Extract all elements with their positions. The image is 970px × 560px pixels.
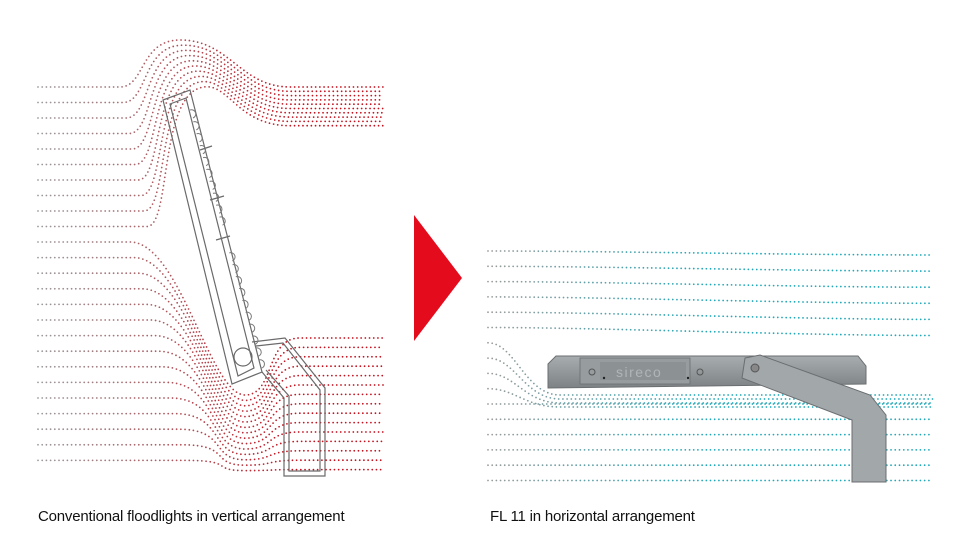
airflow-line: [37, 65, 384, 166]
airflow-line: [37, 412, 384, 456]
heatsink-fin: [196, 133, 203, 143]
fl11-floodlight-product: sireco: [547, 354, 887, 483]
heatsink-fin: [238, 287, 246, 298]
heatsink-fin: [189, 109, 197, 119]
heatsink-fin: [242, 299, 249, 310]
heatsink-fin: [229, 252, 236, 262]
heatsink-fin: [206, 168, 213, 179]
airflow-line: [487, 296, 934, 305]
airflow-line: [37, 49, 384, 119]
product-brand-logo: sireco: [616, 364, 662, 380]
airflow-line: [37, 241, 384, 396]
airflow-line: [37, 334, 384, 429]
airflow-lines-horizontal: [487, 250, 934, 482]
airflow-line: [37, 75, 384, 197]
heatsink-fin: [252, 335, 259, 345]
heatsink-fin: [245, 311, 252, 321]
heatsink-fin: [258, 359, 265, 369]
airflow-line: [37, 256, 384, 402]
airflow-line: [37, 59, 384, 150]
heatsink-fin: [255, 347, 262, 357]
airflow-line: [37, 287, 384, 413]
airflow-line: [37, 459, 384, 472]
airflow-line: [37, 443, 384, 467]
heatsink-fin: [235, 275, 243, 286]
airflow-line: [487, 326, 934, 337]
airflow-line: [487, 387, 934, 408]
airflow-line: [487, 311, 934, 321]
airflow-line: [37, 319, 384, 423]
airflow-lines-vertical: [37, 39, 384, 472]
airflow-line: [37, 44, 384, 104]
heatsink-fin: [193, 121, 200, 131]
airflow-line: [37, 272, 384, 407]
airflow-line: [37, 85, 384, 228]
airflow-line: [37, 70, 384, 181]
airflow-line: [487, 280, 934, 289]
caption-vertical-arrangement: Conventional floodlights in vertical arr…: [38, 508, 345, 525]
airflow-line: [37, 381, 384, 445]
heatsink-fin: [202, 156, 210, 167]
heatsink-fin: [199, 144, 207, 155]
airflow-line: [487, 265, 934, 272]
airflow-line: [487, 372, 934, 404]
heatsink-fin: [219, 216, 226, 226]
heatsink-fin: [248, 323, 256, 333]
airflow-line: [37, 365, 384, 440]
airflow-line: [37, 54, 384, 135]
airflow-line: [487, 250, 934, 256]
airflow-line: [37, 350, 384, 434]
airflow-line: [37, 428, 384, 461]
heatsink-fin: [232, 264, 239, 274]
conventional-floodlight-outline: [162, 89, 326, 477]
heatsink-fins: [189, 109, 265, 369]
caption-horizontal-arrangement: FL 11 in horizontal arrangement: [490, 508, 695, 525]
heatsink-fin: [212, 192, 220, 202]
triangle-right-icon: [414, 215, 462, 341]
heatsink-fin: [209, 180, 216, 190]
airflow-line: [37, 39, 384, 88]
heatsink-fin: [216, 204, 223, 214]
airflow-line: [37, 303, 384, 418]
